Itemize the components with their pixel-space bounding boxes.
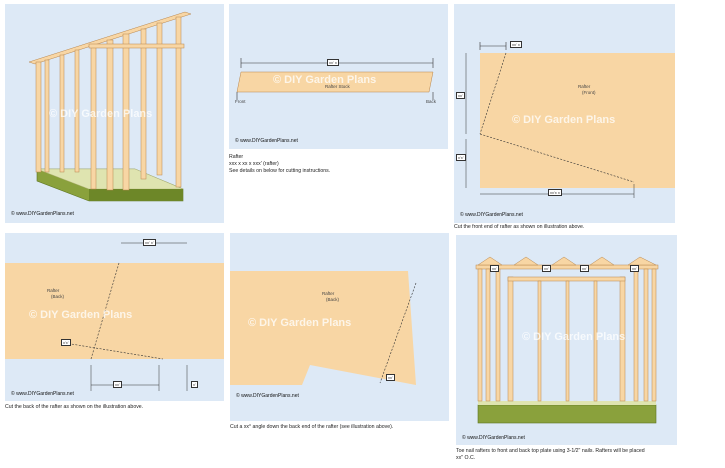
rafter-front-cut-caption: Cut the front end of rafter as shown on … — [454, 224, 585, 230]
top-spacing-tag: xx' — [580, 265, 589, 272]
back-cut-bottom-dimension-2: x' — [191, 381, 198, 388]
rafter-stock-label: Rafter Stock — [325, 84, 350, 89]
back-cut-bottom-dimension-1: xx' — [113, 381, 122, 388]
watermark: © DIY Garden Plans — [522, 331, 626, 343]
watermark: © DIY Garden Plans — [512, 114, 616, 126]
rafter-label-sub: (Back) — [326, 297, 340, 302]
watermark: © DIY Garden Plans — [29, 309, 133, 321]
rafter-length-tag: xx' x — [327, 59, 339, 66]
top-spacing-tag: xx' — [542, 265, 551, 272]
back-cut-top-dimension: xx' x' — [143, 239, 156, 246]
front-cut-left-dimension-2: x'x' — [456, 154, 466, 161]
credit-label: © www.DIYGardenPlans.net — [462, 435, 525, 441]
top-spacing-tag: xx' — [630, 265, 639, 272]
panel-rafter-back-cut: xx' x' x'x' xx' x' Rafter (Back) © DIY G… — [5, 233, 224, 401]
rafter-label: Rafter — [47, 288, 60, 293]
rafter-label: Rafter — [322, 291, 335, 296]
credit-label: © www.DIYGardenPlans.net — [236, 393, 299, 399]
caption-line: xx" O.C. — [456, 455, 476, 461]
credit-label: © www.DIYGardenPlans.net — [460, 212, 523, 218]
notch-angle-tag: xx' — [386, 374, 395, 381]
rafter-notch-caption: Cut a xx° angle down the back end of the… — [230, 424, 394, 430]
caption-line: xxx x xx x xxx' (rafter) — [229, 161, 279, 167]
panel-framing-3d: © DIY Garden Plans © www.DIYGardenPlans.… — [5, 4, 224, 223]
panel-rafters-installed: xx' xx' xx' xx' © DIY Garden Plans © www… — [456, 235, 677, 445]
credit-label: © www.DIYGardenPlans.net — [11, 211, 74, 217]
credit-label: © www.DIYGardenPlans.net — [11, 391, 74, 397]
credit-label: © www.DIYGardenPlans.net — [235, 138, 298, 144]
front-cut-left-dimension-1: xx' — [456, 92, 465, 99]
watermark: © DIY Garden Plans — [273, 74, 377, 86]
watermark: © DIY Garden Plans — [49, 108, 153, 120]
rafter-back-cut-caption: Cut the back of the rafter as shown on t… — [5, 404, 144, 410]
front-cut-bottom-dimension: xx'x x — [548, 189, 562, 196]
caption-line: Rafter — [229, 154, 244, 160]
rafters-installed-caption: Toe nail rafters to front and back top p… — [456, 448, 645, 462]
panel-rafter-notch: xx' Rafter (Back) © DIY Garden Plans © w… — [230, 233, 449, 421]
back-cut-left-dimension: x'x' — [61, 339, 71, 346]
rafters-installed-illustration — [475, 256, 659, 424]
panel-rafter-front-cut: xx' x xx' x'x' xx'x x Rafter (Front) © D… — [454, 4, 675, 223]
rafter-notch-illustration — [230, 271, 417, 385]
front-cut-top-dimension: xx' x — [510, 41, 522, 48]
watermark: © DIY Garden Plans — [248, 317, 352, 329]
framing-3d-illustration — [28, 11, 192, 202]
caption-line: See details on below for cutting instruc… — [229, 168, 331, 174]
rafter-back-cut-illustration — [5, 242, 224, 391]
panel-rafter-blank: xx' x Rafter Stock © DIY Garden Plans Fr… — [229, 4, 448, 149]
rafter-front-cut-illustration — [465, 42, 675, 198]
back-end-label: Back — [426, 99, 437, 104]
rafter-label-sub: (Front) — [582, 90, 596, 95]
rafter-label-sub: (Back) — [51, 294, 65, 299]
front-end-label: Front — [235, 99, 246, 104]
caption-line: Toe nail rafters to front and back top p… — [456, 448, 645, 454]
top-spacing-tag: xx' — [490, 265, 499, 272]
rafter-blank-caption: Rafter xxx x xx x xxx' (rafter) See deta… — [229, 154, 330, 175]
rafter-label: Rafter — [578, 84, 591, 89]
